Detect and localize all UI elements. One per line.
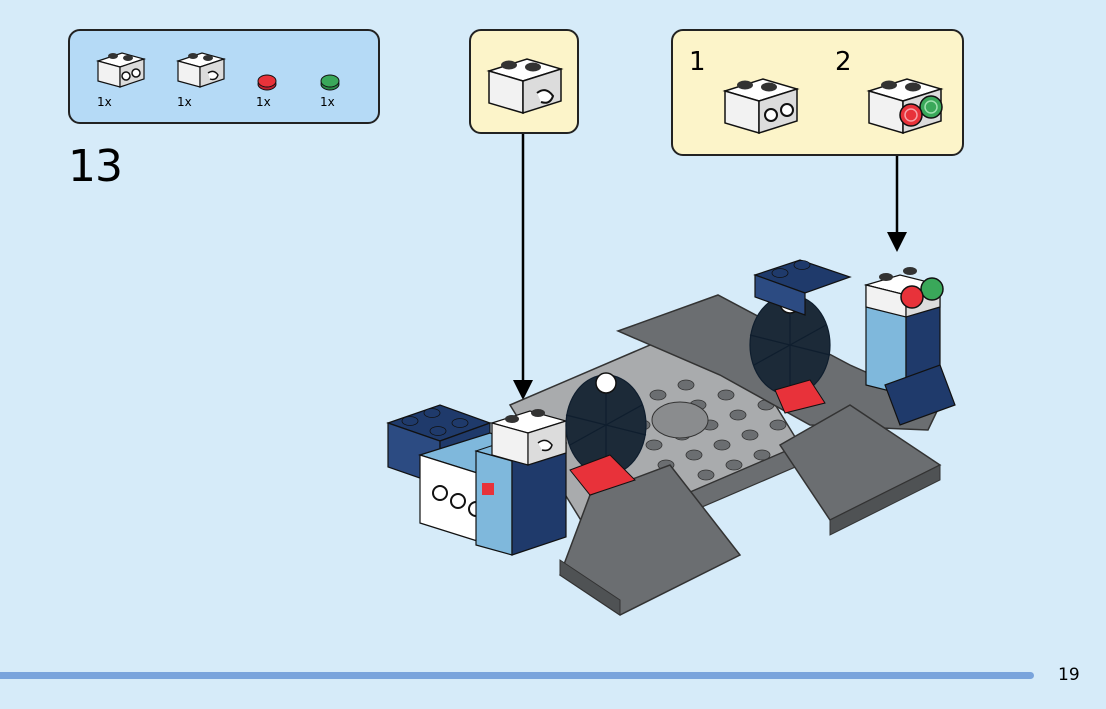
- footer-bar: [0, 672, 1034, 679]
- front-ramp: [559, 464, 742, 616]
- substep-number: 1: [689, 47, 706, 77]
- car-wash-model: [386, 259, 956, 616]
- drain-grate: [651, 401, 709, 439]
- part-qty: 1x: [256, 95, 271, 109]
- white-brick-holes-icon: [722, 78, 800, 135]
- parts-list: 1x 1x 1x 1x: [68, 29, 380, 124]
- white-brick-holes-icon: [95, 52, 147, 88]
- part-qty: 1x: [97, 95, 112, 109]
- green-round-tile-icon: [320, 74, 340, 91]
- white-brick-clip-icon: [175, 52, 227, 88]
- callout-substeps: 1 2: [671, 29, 964, 156]
- part-qty: 1x: [177, 95, 192, 109]
- white-brick-clip-icon: [486, 58, 564, 115]
- page-number: 19: [1058, 665, 1080, 685]
- white-brick-with-lights-icon: [866, 78, 944, 135]
- substep-number: 2: [835, 47, 852, 77]
- step-number: 13: [68, 141, 123, 192]
- part-qty: 1x: [320, 95, 335, 109]
- callout-clip-brick: [469, 29, 579, 134]
- red-round-tile-icon: [257, 74, 277, 91]
